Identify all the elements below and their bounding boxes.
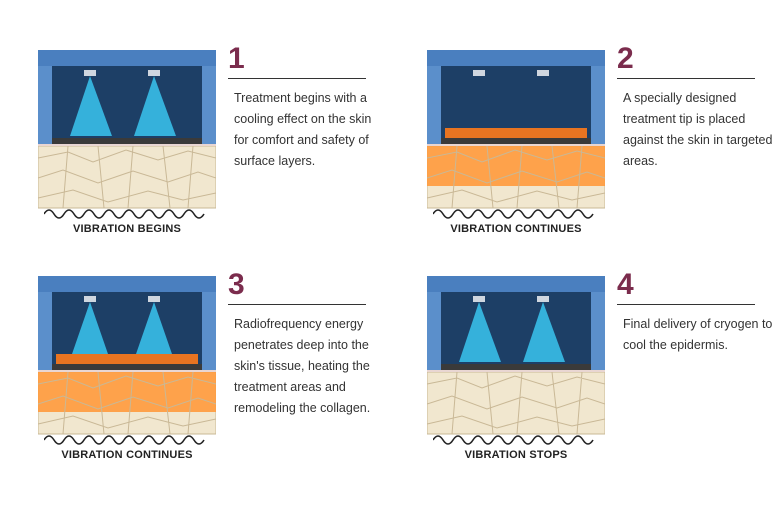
vibration-label: VIBRATION BEGINS [72,223,182,235]
vibration-label: VIBRATION STOPS [464,449,568,461]
divider [228,78,366,79]
step-panel-1: VIBRATION BEGINS 1 Treatment begins with… [38,44,398,255]
treatment-illustration-cooling [427,276,605,436]
step-panel-3: VIBRATION CONTINUES 3 Radiofrequency ene… [38,270,398,481]
step-number: 3 [228,268,245,301]
vibration-wave-icon [44,435,205,445]
step-number: 2 [617,42,634,75]
step-description: Radiofrequency energy penetrates deep in… [234,317,371,415]
divider [617,78,755,79]
step-number: 1 [228,42,245,75]
step-description: A specially designed treatment tip is pl… [623,91,773,168]
vibration-wave-icon [433,209,594,219]
vibration-wave-icon [433,435,594,445]
step-description: Treatment begins with a cooling effect o… [234,91,372,168]
vibration-label: VIBRATION CONTINUES [61,449,193,461]
treatment-illustration-cooling [38,50,216,210]
treatment-illustration-heating [427,50,605,210]
step-description: Final delivery of cryogen to cool the ep… [623,317,773,352]
divider [228,304,366,305]
step-panel-2: VIBRATION CONTINUES 2 A specially design… [427,44,780,255]
step-panel-4: VIBRATION STOPS 4 Final delivery of cryo… [427,270,780,481]
vibration-label: VIBRATION CONTINUES [450,223,582,235]
vibration-wave-icon [44,209,205,219]
treatment-illustration-cooling-heating [38,276,216,436]
step-number: 4 [617,268,634,301]
divider [617,304,755,305]
